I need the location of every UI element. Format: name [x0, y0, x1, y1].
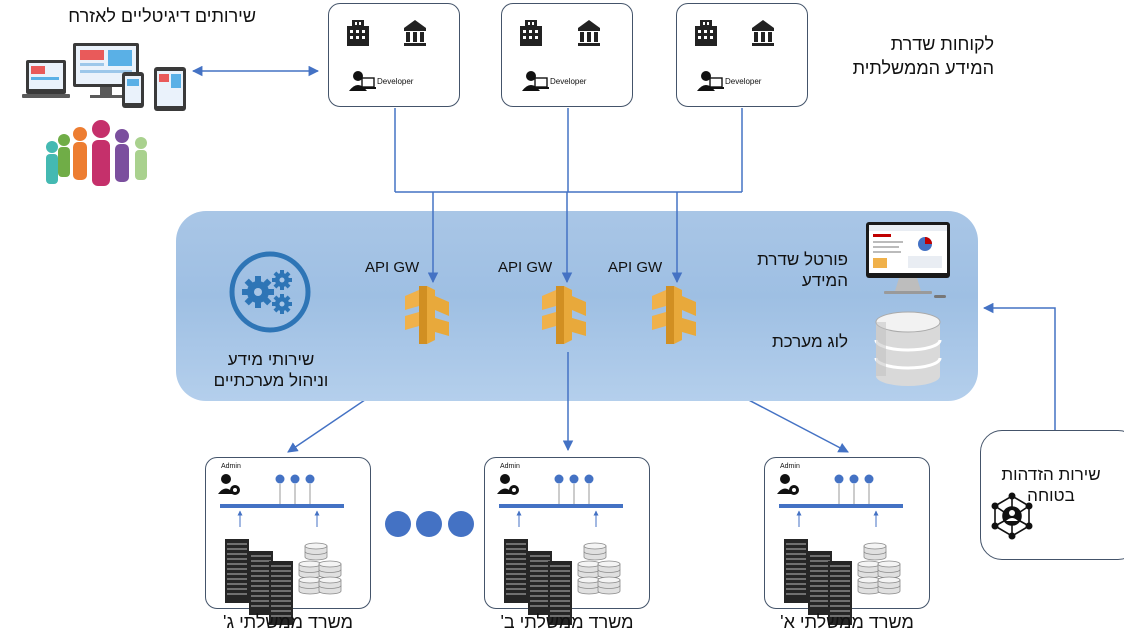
auth-label-line2: בטוחה [1027, 486, 1075, 505]
developer-label: Developer [377, 77, 414, 86]
portal-label-line2: המידע [801, 271, 848, 290]
ministry-2-systems [497, 474, 623, 625]
admin-label: Admin [780, 463, 800, 470]
log-label: לוג מערכת [772, 332, 848, 351]
api-gateway-icon [405, 286, 449, 344]
clients-label-line2: המידע הממשלתית [852, 58, 994, 78]
bank-icon [578, 20, 600, 46]
services-label-line1: שירותי מידע [227, 350, 315, 369]
ministry-1-systems [777, 474, 903, 625]
auth-label-line1: שירות הזדהות [1001, 465, 1101, 484]
more-ministries-dots [385, 511, 474, 537]
api-gw-label: API GW [365, 259, 420, 276]
api-gateway-icon [652, 286, 696, 344]
ministry-3-systems [218, 474, 344, 625]
developer-icon [348, 70, 377, 92]
developer-icon [696, 70, 725, 92]
building-icon [347, 20, 369, 46]
monitor-icon [866, 222, 950, 298]
api-gw-label: API GW [498, 259, 553, 276]
ministry-b-label: משרד ממשלתי ב' [500, 612, 634, 632]
clients-label-line1: לקוחות שדרת [890, 34, 994, 54]
client-box-1 [328, 3, 460, 107]
network-person-icon [991, 492, 1033, 540]
ministry-a-label: משרד ממשלתי א' [780, 612, 914, 632]
api-gw-label: API GW [608, 259, 663, 276]
developer-label: Developer [725, 77, 762, 86]
people-icon [46, 120, 147, 186]
band-connectors [427, 211, 683, 401]
developer-icon [521, 70, 550, 92]
building-icon [520, 20, 542, 46]
ministry-c-label: משרד ממשלתי ג' [223, 612, 353, 632]
admin-label: Admin [500, 463, 520, 470]
client-box-2 [501, 3, 633, 107]
client-box-3 [676, 3, 808, 107]
bank-icon [404, 20, 426, 46]
services-label-line2: וניהול מערכתיים [213, 371, 329, 390]
portal-label-line1: פורטל שדרת [757, 250, 848, 269]
api-gateway-icon [542, 286, 586, 344]
auth-service-box [980, 430, 1124, 560]
devices-icon [22, 43, 186, 111]
building-icon [695, 20, 717, 46]
bank-icon [752, 20, 774, 46]
developer-label: Developer [550, 77, 587, 86]
citizen-services-label: שירותים דיגיטליים לאזרח [68, 6, 256, 26]
gear-icon [229, 251, 311, 333]
database-icon [874, 311, 942, 386]
admin-label: Admin [221, 463, 241, 470]
